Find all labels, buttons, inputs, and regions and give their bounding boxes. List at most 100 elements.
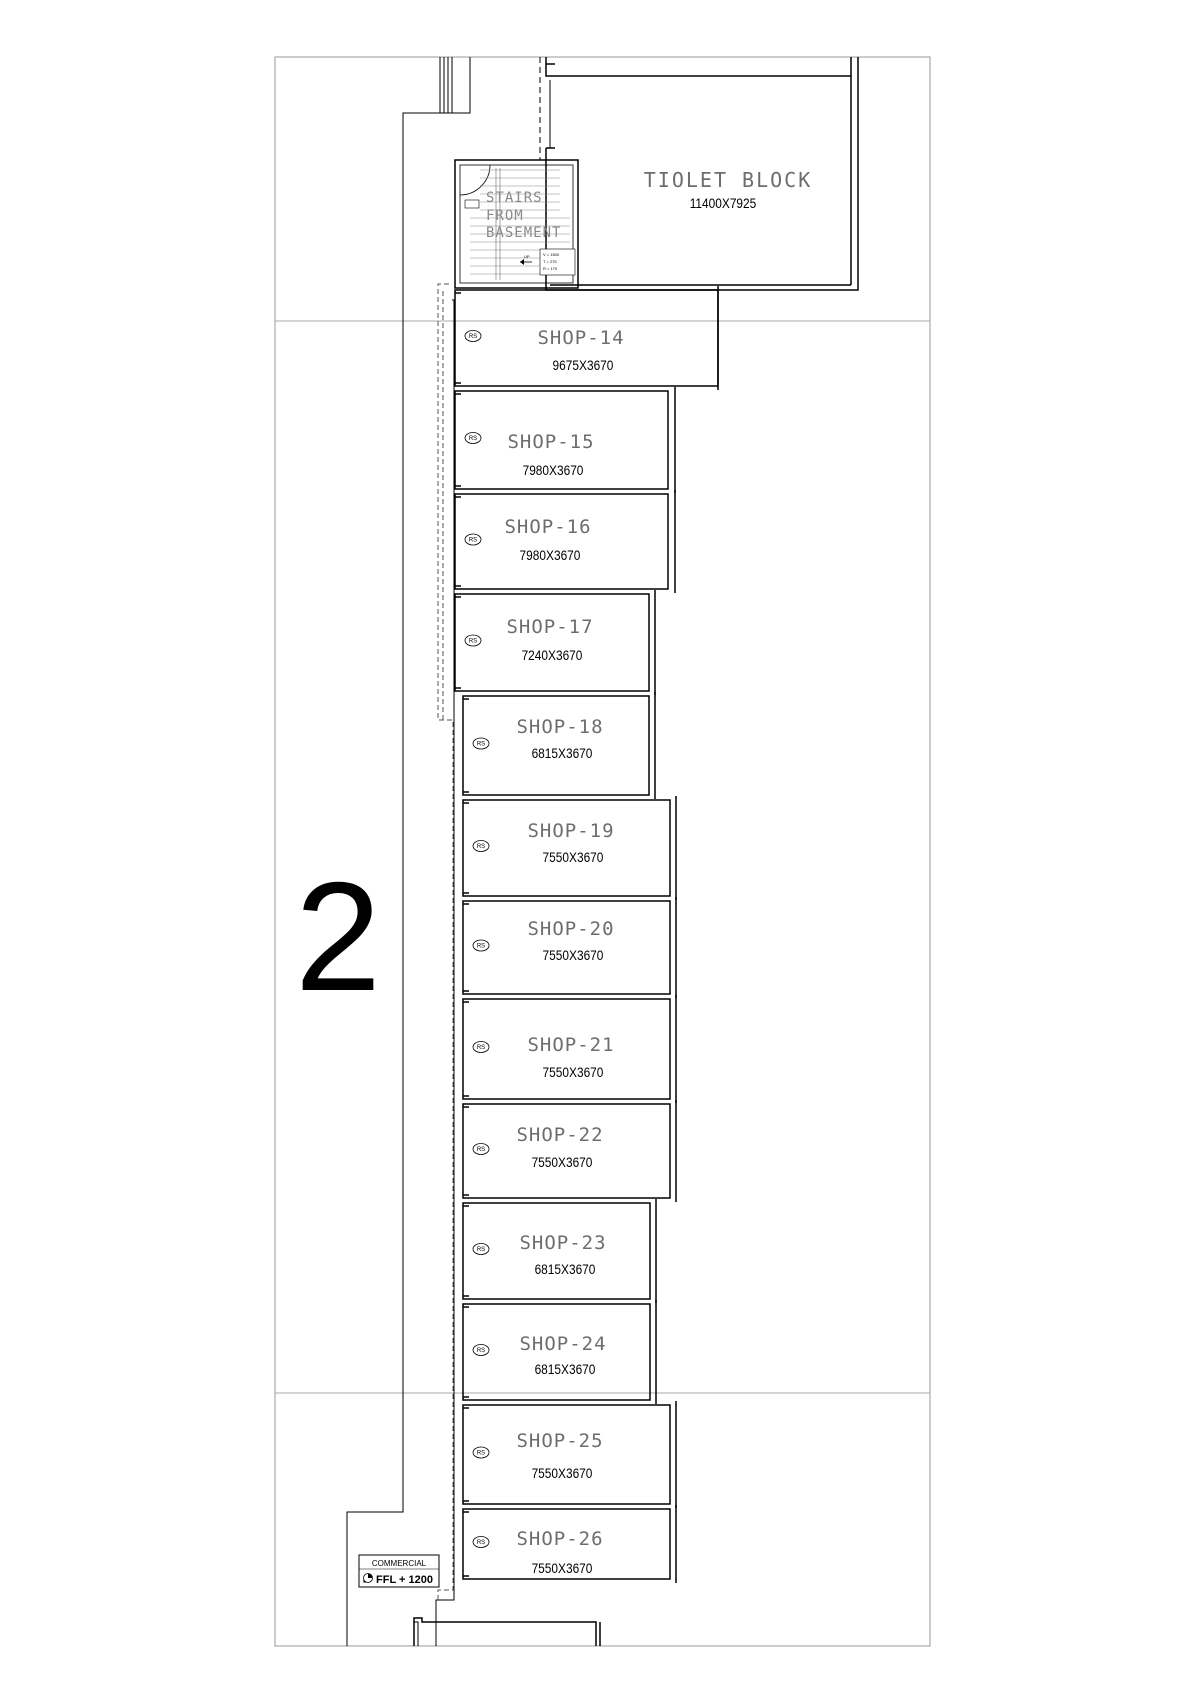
shop-21-size: 7550X3670 xyxy=(543,1064,604,1080)
shop-17-outline xyxy=(454,593,650,692)
shop-25-outline xyxy=(462,1404,671,1505)
shop-19-title: SHOP-19 xyxy=(527,820,614,842)
stairs-spec-box xyxy=(539,248,576,276)
shop-20-title: SHOP-20 xyxy=(527,918,614,940)
shop-15-outline xyxy=(454,390,669,490)
shop-26-size: 7550X3670 xyxy=(532,1560,593,1576)
shop-22-size: 7550X3670 xyxy=(532,1154,593,1170)
shop-24-size: 6815X3670 xyxy=(535,1361,596,1377)
toilet-block-size: 11400X7925 xyxy=(690,195,757,211)
shop-16-outline xyxy=(454,493,669,590)
shop-22-outline xyxy=(462,1103,671,1199)
shop-14-rs-marker xyxy=(464,330,482,342)
shop-18-title: SHOP-18 xyxy=(516,716,603,738)
shop-23-size: 6815X3670 xyxy=(535,1261,596,1277)
shop-19-rs-label: RS xyxy=(477,844,485,850)
shop-23-outline xyxy=(462,1202,651,1300)
shop-25-size: 7550X3670 xyxy=(532,1465,593,1481)
corridor-dashed-line xyxy=(437,283,454,1600)
shop-21-rs-label: RS xyxy=(477,1045,485,1051)
shop-14-rs-label: RS xyxy=(469,334,477,340)
shop-20-rs-label: RS xyxy=(477,944,485,950)
shop-20-unit: RS SHOP-20 7550X3670 xyxy=(462,897,677,998)
stairs-label-2: FROM xyxy=(486,208,524,224)
toilet-block: TIOLET BLOCK 11400X7925 xyxy=(545,57,859,291)
shop-23-rs-label: RS xyxy=(477,1247,485,1253)
shop-18-rs-marker xyxy=(472,737,490,750)
shop-19-rs-marker xyxy=(472,840,490,852)
shop-21-outline xyxy=(462,998,671,1100)
level-tag: COMMERCIAL FFL + 1200 xyxy=(358,1554,440,1588)
shop-26-unit: RS SHOP-26 7550X3670 xyxy=(462,1505,677,1583)
shop-16-title: SHOP-16 xyxy=(504,516,591,538)
shop-16-rs-marker xyxy=(464,533,482,546)
shop-17-rs-label: RS xyxy=(469,639,477,645)
shop-24-rs-label: RS xyxy=(477,1348,485,1354)
shop-17-unit: RS SHOP-17 7240X3670 xyxy=(454,590,656,695)
shop-26-rs-label: RS xyxy=(477,1540,485,1546)
shop-26-rs-marker xyxy=(472,1536,490,1548)
svg-text:V = 1500: V = 1500 xyxy=(543,252,560,257)
sheet-number: 2 xyxy=(295,850,381,1023)
shop-18-outline xyxy=(462,695,650,796)
shop-24-unit: RS SHOP-24 6815X3670 xyxy=(462,1300,657,1404)
shop-26-title: SHOP-26 xyxy=(516,1528,603,1550)
stairs-from-basement: STAIRS FROM BASEMENT V = 1500 T = 275 R … xyxy=(454,159,579,289)
shop-24-title: SHOP-24 xyxy=(519,1333,606,1355)
corridor-inner-boundary xyxy=(435,299,455,1646)
shop-26-outline xyxy=(462,1508,671,1580)
shop-18-rs-label: RS xyxy=(477,742,485,748)
shop-16-unit: RS SHOP-16 7980X3670 xyxy=(454,490,676,593)
shop-18-size: 6815X3670 xyxy=(532,745,593,761)
shop-25-unit: RS SHOP-25 7550X3670 xyxy=(462,1401,677,1508)
shop-23-unit: RS SHOP-23 6815X3670 xyxy=(462,1199,657,1303)
shop-15-title: SHOP-15 xyxy=(507,431,594,453)
shop-15-unit: RS SHOP-15 7980X3670 xyxy=(454,387,676,493)
level-tag-category: COMMERCIAL xyxy=(372,1559,427,1568)
shop-24-outline xyxy=(462,1303,651,1401)
shop-20-size: 7550X3670 xyxy=(543,947,604,963)
level-tag-level: FFL + 1200 xyxy=(376,1574,433,1586)
shop-25-rs-marker xyxy=(472,1446,490,1459)
shop-19-size: 7550X3670 xyxy=(543,849,604,865)
shop-20-rs-marker xyxy=(472,939,490,952)
shop-18-unit: RS SHOP-18 6815X3670 xyxy=(462,692,656,799)
shop-22-unit: RS SHOP-22 7550X3670 xyxy=(462,1100,677,1202)
shop-16-size: 7980X3670 xyxy=(520,547,581,563)
shop-22-rs-marker xyxy=(472,1143,490,1155)
stairs-label-3: BASEMENT xyxy=(486,225,561,241)
shop-17-rs-marker xyxy=(464,634,482,647)
sheet-frame xyxy=(274,56,931,1647)
corridor-outer-boundary xyxy=(346,57,471,1646)
shop-22-title: SHOP-22 xyxy=(516,1124,603,1146)
shop-15-rs-marker xyxy=(464,432,482,444)
shop-21-title: SHOP-21 xyxy=(527,1034,614,1056)
shop-17-size: 7240X3670 xyxy=(522,647,583,663)
shop-17-title: SHOP-17 xyxy=(506,616,593,638)
toilet-block-title: TIOLET BLOCK xyxy=(644,168,813,192)
shop-14-size: 9675X3670 xyxy=(553,357,614,373)
shop-25-rs-label: RS xyxy=(477,1451,485,1457)
stairs-label-1: STAIRS xyxy=(486,190,543,206)
shop-16-rs-label: RS xyxy=(469,538,477,544)
shop-22-rs-label: RS xyxy=(477,1147,485,1153)
svg-text:R = 170: R = 170 xyxy=(543,266,558,271)
shop-21-unit: RS SHOP-21 7550X3670 xyxy=(462,995,677,1103)
shop-15-rs-label: RS xyxy=(469,436,477,442)
shop-19-unit: RS SHOP-19 7550X3670 xyxy=(462,796,677,900)
shop-19-outline xyxy=(462,799,671,897)
shop-23-rs-marker xyxy=(472,1243,490,1255)
shop-24-rs-marker xyxy=(472,1344,490,1356)
level-marker-icon xyxy=(363,1573,373,1583)
shop-25-title: SHOP-25 xyxy=(516,1430,603,1452)
svg-text:T = 275: T = 275 xyxy=(543,259,557,264)
shop-23-title: SHOP-23 xyxy=(519,1232,606,1254)
shop-21-rs-marker xyxy=(472,1041,490,1053)
shop-20-outline xyxy=(462,900,671,995)
shop-14-unit: RS SHOP-14 9675X3670 xyxy=(454,286,719,390)
shop-15-size: 7980X3670 xyxy=(523,462,584,478)
shop-14-title: SHOP-14 xyxy=(537,327,624,349)
svg-text:UP: UP xyxy=(524,254,530,259)
